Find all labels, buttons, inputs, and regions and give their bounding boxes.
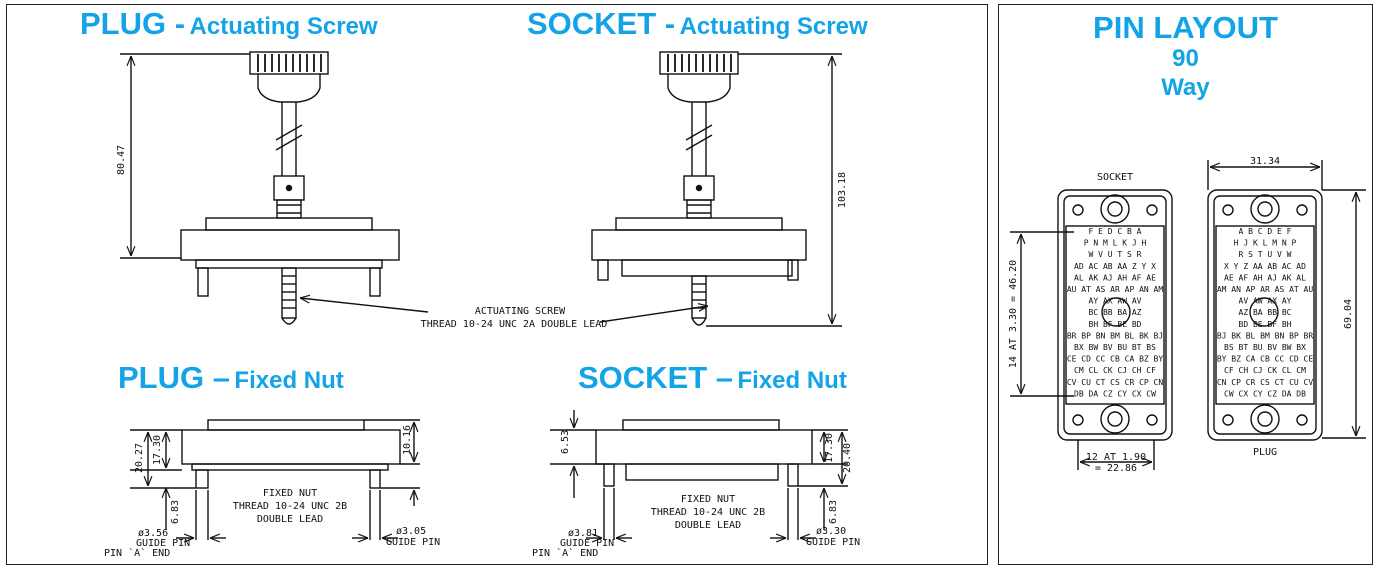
actuating-note-line2: THREAD 10-24 UNC 2A DOUBLE LEAD [421, 319, 608, 330]
plug-nut-heading: PLUG – Fixed Nut [118, 360, 344, 396]
plug-pin-row: CN CP CR CS CT CU CV [1217, 378, 1314, 387]
socket-nut-dim-a: 6.53 [560, 430, 571, 454]
pin-layout-title: PIN LAYOUT [1093, 10, 1278, 45]
socket-pin-row: BH BF BE BD [1089, 320, 1142, 329]
socket-nut-heading: SOCKET – Fixed Nut [578, 360, 847, 396]
socket-pin-row: BX BW BV BU BT BS [1074, 343, 1156, 352]
plug-nut-dim-d: 6.83 [170, 500, 181, 524]
socket-nut-heading-main: SOCKET – [578, 360, 734, 395]
socket-pin-row: AU AT AS AR AP AN AM [1067, 285, 1164, 294]
socket-nut-drawing [550, 410, 848, 540]
socket-screw-heading-main: SOCKET - [527, 6, 676, 41]
socket-nut-guide-right-dia: ø3.30 [816, 526, 846, 537]
plug-width-dim: 31.34 [1250, 156, 1280, 167]
socket-face-label: SOCKET [1097, 172, 1133, 183]
plug-pin-labels: A B C D E F H J K L M N P R S T U V W X Y Z… [1217, 227, 1314, 398]
socket-pin-row: AD AC AB AA Z Y X [1074, 262, 1156, 271]
plug-fixed-nut-note-line3: DOUBLE LEAD [257, 514, 323, 525]
actuating-note-line1: ACTUATING SCREW [475, 306, 566, 317]
socket-pin-row: DB DA CZ CY CX CW [1074, 389, 1156, 398]
socket-fixed-nut-note-line2: THREAD 10-24 UNC 2B [651, 507, 765, 518]
plug-pin-row: H J K L M N P [1234, 239, 1297, 248]
socket-pin-labels: F E D C B A P N M L K J H W V U T S R AD AC… [1067, 227, 1164, 398]
drawings-panel [6, 4, 988, 565]
socket-nut-guide-left-end: PIN `A` END [532, 547, 598, 559]
socket-horizontal-pitch-dim-line1: 12 AT 1.90 [1086, 452, 1146, 463]
socket-screw-heading: SOCKET - Actuating Screw [527, 6, 868, 42]
plug-nut-drawing [130, 419, 420, 540]
plug-pin-row: CF CH CJ CK CL CM [1224, 366, 1306, 375]
socket-pin-row: AY AX AW AV [1089, 297, 1142, 306]
plug-screw-height-dim: 80.47 [116, 145, 127, 175]
socket-nut-guide-right-label: GUIDE PIN [806, 537, 860, 548]
plug-pin-row: AM AN AP AR AS AT AU [1217, 285, 1314, 294]
plug-nut-guide-left-label: GUIDE PIN [136, 538, 190, 549]
plug-pin-row: AE AF AH AJ AK AL [1224, 273, 1306, 282]
socket-fixed-nut-note-line3: DOUBLE LEAD [675, 520, 741, 531]
plug-pin-row: BJ BK BL BM BN BP BR [1217, 331, 1314, 340]
plug-pin-row: BD BE BF BH [1239, 320, 1292, 329]
socket-pin-row: CV CU CT CS CR CP CN [1067, 378, 1164, 387]
plug-pin-row: R S T U V W [1239, 250, 1292, 259]
socket-pin-row: CM CL CK CJ CH CF [1074, 366, 1156, 375]
socket-screw-height-dim: 103.18 [837, 172, 848, 208]
socket-nut-dim-c: 20.40 [842, 443, 853, 473]
plug-nut-dim-c: 10.16 [402, 425, 413, 455]
plug-height-dim: 69.04 [1343, 299, 1354, 329]
plug-screw-heading-main: PLUG - [80, 6, 186, 41]
plug-pin-row: X Y Z AA AB AC AD [1224, 262, 1306, 271]
socket-pin-row: P N M L K J H [1084, 239, 1147, 248]
plug-screw-heading-sub: Actuating Screw [189, 13, 378, 40]
socket-nut-heading-sub: Fixed Nut [737, 367, 847, 394]
plug-nut-guide-left-end: PIN `A` END [104, 547, 170, 559]
plug-nut-guide-left-dia: ø3.56 [138, 528, 168, 539]
socket-screw-heading-sub: Actuating Screw [679, 13, 868, 40]
plug-fixed-nut-note-line2: THREAD 10-24 UNC 2B [233, 501, 347, 512]
pin-layout-unit: Way [1161, 74, 1210, 101]
socket-pin-row: BC BB BA AZ [1089, 308, 1142, 317]
plug-pin-row: AV AW AX AY [1239, 297, 1292, 306]
socket-pin-row: W V U T S R [1089, 250, 1142, 259]
plug-nut-heading-main: PLUG – [118, 360, 230, 395]
pin-layout-panel [998, 4, 1373, 565]
socket-screw-drawing [591, 51, 842, 327]
socket-pin-row: CE CD CC CB CA BZ BY [1067, 355, 1164, 364]
plug-pin-row: BS BT BU BV BW BX [1224, 343, 1306, 352]
plug-nut-guide-right-label: GUIDE PIN [386, 537, 440, 548]
socket-pin-row: F E D C B A [1089, 227, 1142, 236]
socket-vertical-pitch-dim: 14 AT 3.30 = 46.20 [1008, 260, 1019, 368]
plug-face-label: PLUG [1253, 447, 1277, 458]
plug-nut-guide-right-dia: ø3.05 [396, 526, 426, 537]
socket-fixed-nut-note-line1: FIXED NUT [681, 494, 735, 505]
plug-pin-row: AZ BA BB BC [1239, 308, 1292, 317]
socket-nut-guide-left-dia: ø3.81 [568, 528, 598, 539]
socket-nut-guide-left-label: GUIDE PIN [560, 538, 614, 549]
plug-nut-dim-b: 17.30 [152, 435, 163, 465]
plug-nut-heading-sub: Fixed Nut [234, 367, 344, 394]
pin-layout-count: 90 [1172, 45, 1199, 72]
socket-nut-dim-b: 17.30 [824, 433, 835, 463]
plug-nut-dim-a: 20.27 [134, 443, 145, 473]
plug-fixed-nut-note-line1: FIXED NUT [263, 488, 317, 499]
plug-pin-row: CW CX CY CZ DA DB [1224, 389, 1306, 398]
socket-horizontal-pitch-dim-line2: = 22.86 [1095, 463, 1137, 474]
plug-screw-drawing [120, 51, 400, 325]
socket-pin-face [1010, 189, 1173, 470]
plug-pin-row: A B C D E F [1239, 227, 1292, 236]
socket-pin-row: BR BP BN BM BL BK BJ [1067, 331, 1163, 340]
plug-screw-heading: PLUG - Actuating Screw [80, 6, 378, 42]
plug-pin-face [1207, 160, 1366, 441]
socket-nut-dim-d: 6.83 [828, 500, 839, 524]
plug-pin-row: BY BZ CA CB CC CD CE [1217, 355, 1314, 364]
socket-pin-row: AL AK AJ AH AF AE [1074, 273, 1156, 282]
